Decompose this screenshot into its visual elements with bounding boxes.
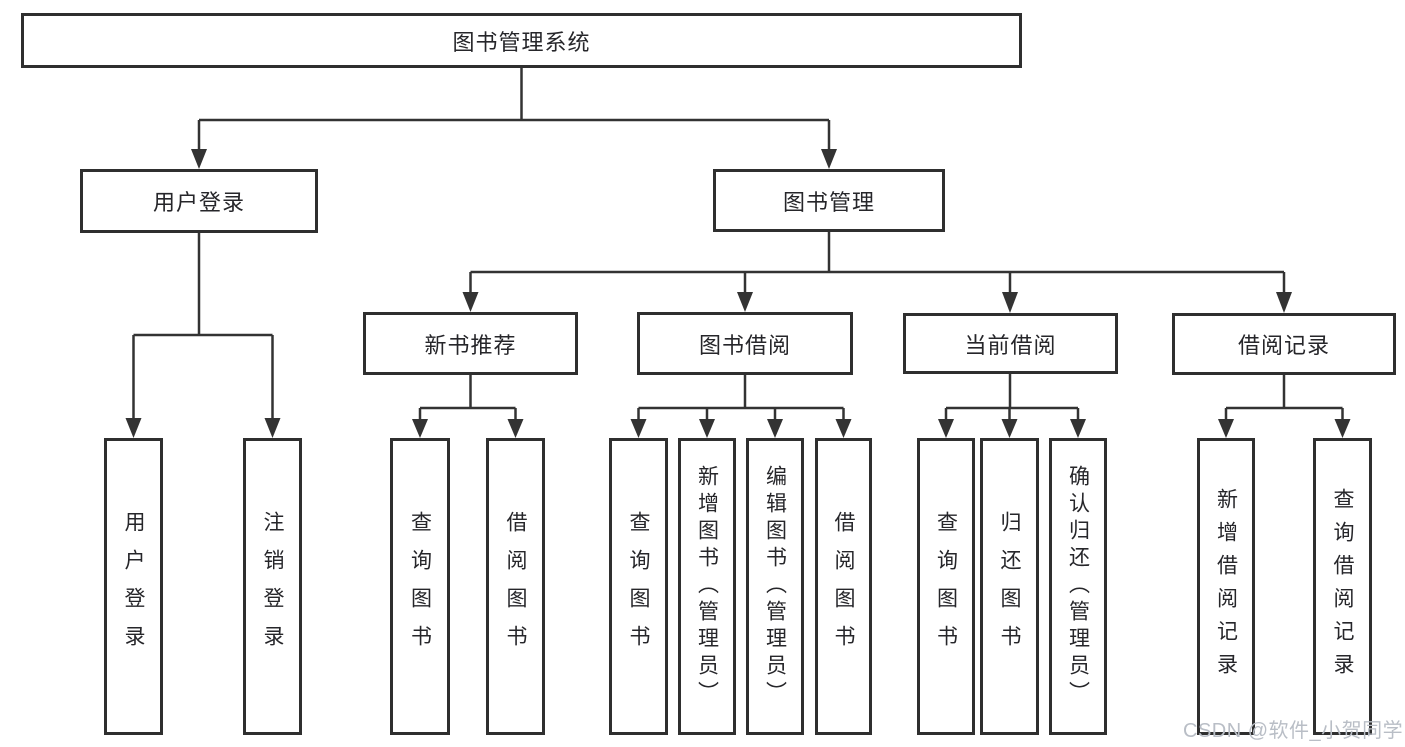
leaf-borrow-books-borrow: 借阅图书: [815, 438, 872, 735]
node-current-borrowing: 当前借阅: [903, 313, 1118, 374]
leaf-add-borrow-record: 新增借阅记录: [1197, 438, 1255, 735]
leaf-borrow-books-recommend: 借阅图书: [486, 438, 545, 735]
node-user-login: 用户登录: [80, 169, 318, 233]
node-new-book-recommend: 新书推荐: [363, 312, 578, 375]
leaf-return-book: 归还图书: [980, 438, 1039, 735]
leaf-query-books-recommend: 查询图书: [390, 438, 450, 735]
leaf-logout: 注销登录: [243, 438, 302, 735]
node-borrow-records: 借阅记录: [1172, 313, 1396, 375]
leaf-query-books-borrow: 查询图书: [609, 438, 668, 735]
leaf-query-books-current: 查询图书: [917, 438, 975, 735]
csdn-watermark: CSDN @软件_小贺同学: [1183, 720, 1404, 742]
node-library-management-system: 图书管理系统: [21, 13, 1022, 68]
leaf-query-borrow-record: 查询借阅记录: [1313, 438, 1372, 735]
leaf-user-login: 用户登录: [104, 438, 163, 735]
leaf-edit-book-admin: 编辑图书（管理员）: [746, 438, 804, 735]
leaf-add-book-admin: 新增图书（管理员）: [678, 438, 736, 735]
leaf-confirm-return-admin: 确认归还（管理员）: [1049, 438, 1107, 735]
node-book-management: 图书管理: [713, 169, 945, 232]
node-book-borrowing: 图书借阅: [637, 312, 853, 375]
